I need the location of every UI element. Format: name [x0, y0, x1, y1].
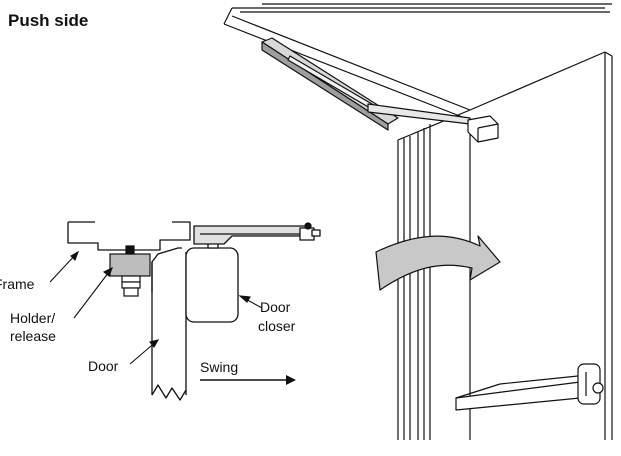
panic-exit-bar	[455, 363, 604, 411]
swing-direction-arrow	[200, 375, 296, 385]
label-holder-line1: Holder/	[10, 310, 55, 326]
overhead-door-closer	[261, 37, 499, 143]
label-door: Door	[88, 358, 119, 374]
label-closer-line1: Door	[260, 299, 291, 315]
curved-swing-arrow	[375, 235, 501, 291]
frame-profile	[67, 221, 191, 251]
label-holder-line2: release	[10, 328, 56, 344]
perspective-door-frame	[223, 3, 613, 440]
door-leaf-profile	[151, 247, 187, 401]
label-frame: Frame	[0, 276, 35, 292]
diagram-title: Push side	[8, 11, 88, 30]
holder-release-device	[109, 245, 151, 297]
leader-lines	[49, 250, 263, 365]
label-swing: Swing	[200, 359, 238, 375]
door-closer-unit	[185, 222, 321, 323]
label-closer-line2: closer	[258, 318, 296, 334]
